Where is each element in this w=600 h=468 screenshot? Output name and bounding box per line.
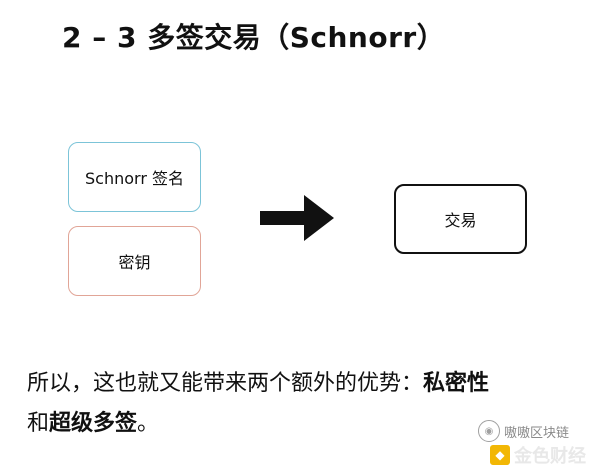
wechat-icon: ◉ [478, 420, 500, 442]
arrow-shape [260, 195, 334, 241]
schnorr-signature-box: Schnorr 签名 [68, 142, 201, 212]
private-key-box: 密钥 [68, 226, 201, 296]
wechat-watermark-text: 嗷嗷区块链 [504, 425, 570, 441]
super-multisig-highlight: 超级多签 [49, 411, 138, 436]
privacy-highlight: 私密性 [423, 371, 490, 396]
right-arrow-icon [260, 195, 334, 241]
site-watermark: ◆ 金色财经 [490, 442, 586, 468]
transaction-box: 交易 [394, 184, 527, 254]
paragraph-suffix: 。 [137, 411, 160, 436]
paragraph-middle: 和 [27, 411, 50, 436]
schnorr-signature-label: Schnorr 签名 [85, 169, 184, 188]
slide-title: 2 – 3 多签交易（Schnorr） [62, 21, 446, 54]
site-watermark-text: 金色财经 [514, 446, 586, 467]
private-key-label: 密钥 [118, 253, 151, 272]
transaction-label: 交易 [444, 211, 477, 230]
wechat-watermark: ◉ 嗷嗷区块链 [478, 420, 569, 442]
paragraph-prefix: 所以，这也就又能带来两个额外的优势： [27, 371, 424, 396]
summary-paragraph: 所以，这也就又能带来两个额外的优势：私密性和超级多签。 [27, 364, 587, 444]
site-logo-icon: ◆ [490, 445, 510, 465]
